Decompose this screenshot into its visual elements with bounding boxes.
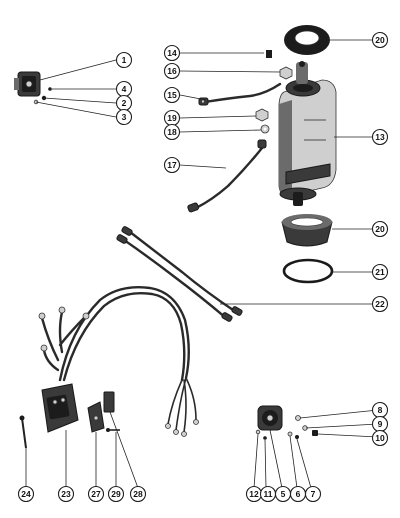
callout-18-label: 18 [167, 127, 177, 137]
callout-8: 8 [371, 401, 389, 419]
callout-24: 24 [17, 485, 35, 503]
callout-22: 22 [371, 295, 389, 313]
battery-cable-15 [198, 82, 282, 106]
washer-12 [255, 429, 261, 435]
callout-1: 1 [115, 51, 133, 69]
callout-13-label: 13 [375, 132, 385, 142]
callout-9: 9 [371, 415, 389, 433]
callout-17-label: 17 [167, 160, 177, 170]
callout-8-label: 8 [378, 405, 383, 415]
leader-lines [25, 39, 379, 489]
callout-5: 5 [274, 485, 292, 503]
callout-3: 3 [115, 108, 133, 126]
terminal-block-14 [266, 50, 272, 58]
starter-cable-17 [187, 139, 267, 213]
washer-18 [260, 124, 270, 134]
callout-19: 19 [163, 109, 181, 127]
relay-switch-part [14, 71, 41, 97]
callout-14: 14 [163, 44, 181, 62]
callout-10-label: 10 [375, 433, 385, 443]
callout-21: 21 [371, 263, 389, 281]
nut-19 [255, 108, 269, 122]
callout-4-label: 4 [122, 84, 127, 94]
wiring-harness [38, 286, 199, 437]
callout-23-label: 23 [61, 489, 71, 499]
callout-21-label: 21 [375, 267, 385, 277]
callout-15: 15 [163, 86, 181, 104]
washer-6 [287, 431, 293, 437]
callout-19-label: 19 [167, 113, 177, 123]
screw-29 [106, 428, 120, 432]
callout-22-label: 22 [375, 299, 385, 309]
callout-10: 10 [371, 429, 389, 447]
callout-20-bottom-label: 20 [375, 224, 385, 234]
callout-28-label: 28 [133, 489, 143, 499]
nut-8 [295, 415, 301, 421]
callout-16-label: 16 [167, 66, 177, 76]
callout-20-top-label: 20 [375, 35, 385, 45]
switch-assembly-lower-right [257, 405, 283, 431]
callout-14-label: 14 [167, 48, 177, 58]
rubber-collar-20-top [284, 25, 330, 55]
callout-12: 12 [245, 485, 263, 503]
callout-7: 7 [304, 485, 322, 503]
callout-16: 16 [163, 62, 181, 80]
starter-motor [278, 61, 337, 206]
callout-18: 18 [163, 123, 181, 141]
callout-6: 6 [289, 485, 307, 503]
callout-4: 4 [115, 80, 133, 98]
bolt-24 [19, 415, 27, 449]
callout-23: 23 [57, 485, 75, 503]
callout-29-label: 29 [111, 489, 121, 499]
terminal-block-23 [41, 383, 79, 433]
callout-15-label: 15 [167, 90, 177, 100]
plate-28 [103, 391, 115, 413]
rubber-collar-20-bottom [281, 214, 333, 247]
callout-27: 27 [87, 485, 105, 503]
callout-7-label: 7 [311, 489, 316, 499]
callout-11-label: 11 [264, 489, 273, 499]
nut-16 [279, 66, 293, 80]
screw-11 [263, 436, 267, 440]
o-ring-21 [282, 258, 334, 284]
screw-10 [312, 430, 318, 436]
small-nut-4 [48, 87, 52, 91]
callout-29: 29 [107, 485, 125, 503]
callout-24-label: 24 [21, 489, 31, 499]
callout-11: 11 [259, 485, 277, 503]
screw-7 [295, 435, 299, 439]
bracket-27 [87, 401, 105, 433]
callout-20-bottom: 20 [371, 220, 389, 238]
callout-1-label: 1 [122, 55, 127, 65]
callout-12-label: 12 [249, 489, 259, 499]
callout-9-label: 9 [378, 419, 383, 429]
callout-6-label: 6 [296, 489, 301, 499]
callout-13: 13 [371, 128, 389, 146]
callout-2-label: 2 [122, 98, 127, 108]
callout-27-label: 27 [91, 489, 101, 499]
callout-20-top: 20 [371, 31, 389, 49]
callout-17: 17 [163, 156, 181, 174]
callout-5-label: 5 [281, 489, 286, 499]
callout-3-label: 3 [122, 112, 127, 122]
long-cable-22 [116, 226, 243, 322]
callout-2: 2 [115, 94, 133, 112]
callout-28: 28 [129, 485, 147, 503]
